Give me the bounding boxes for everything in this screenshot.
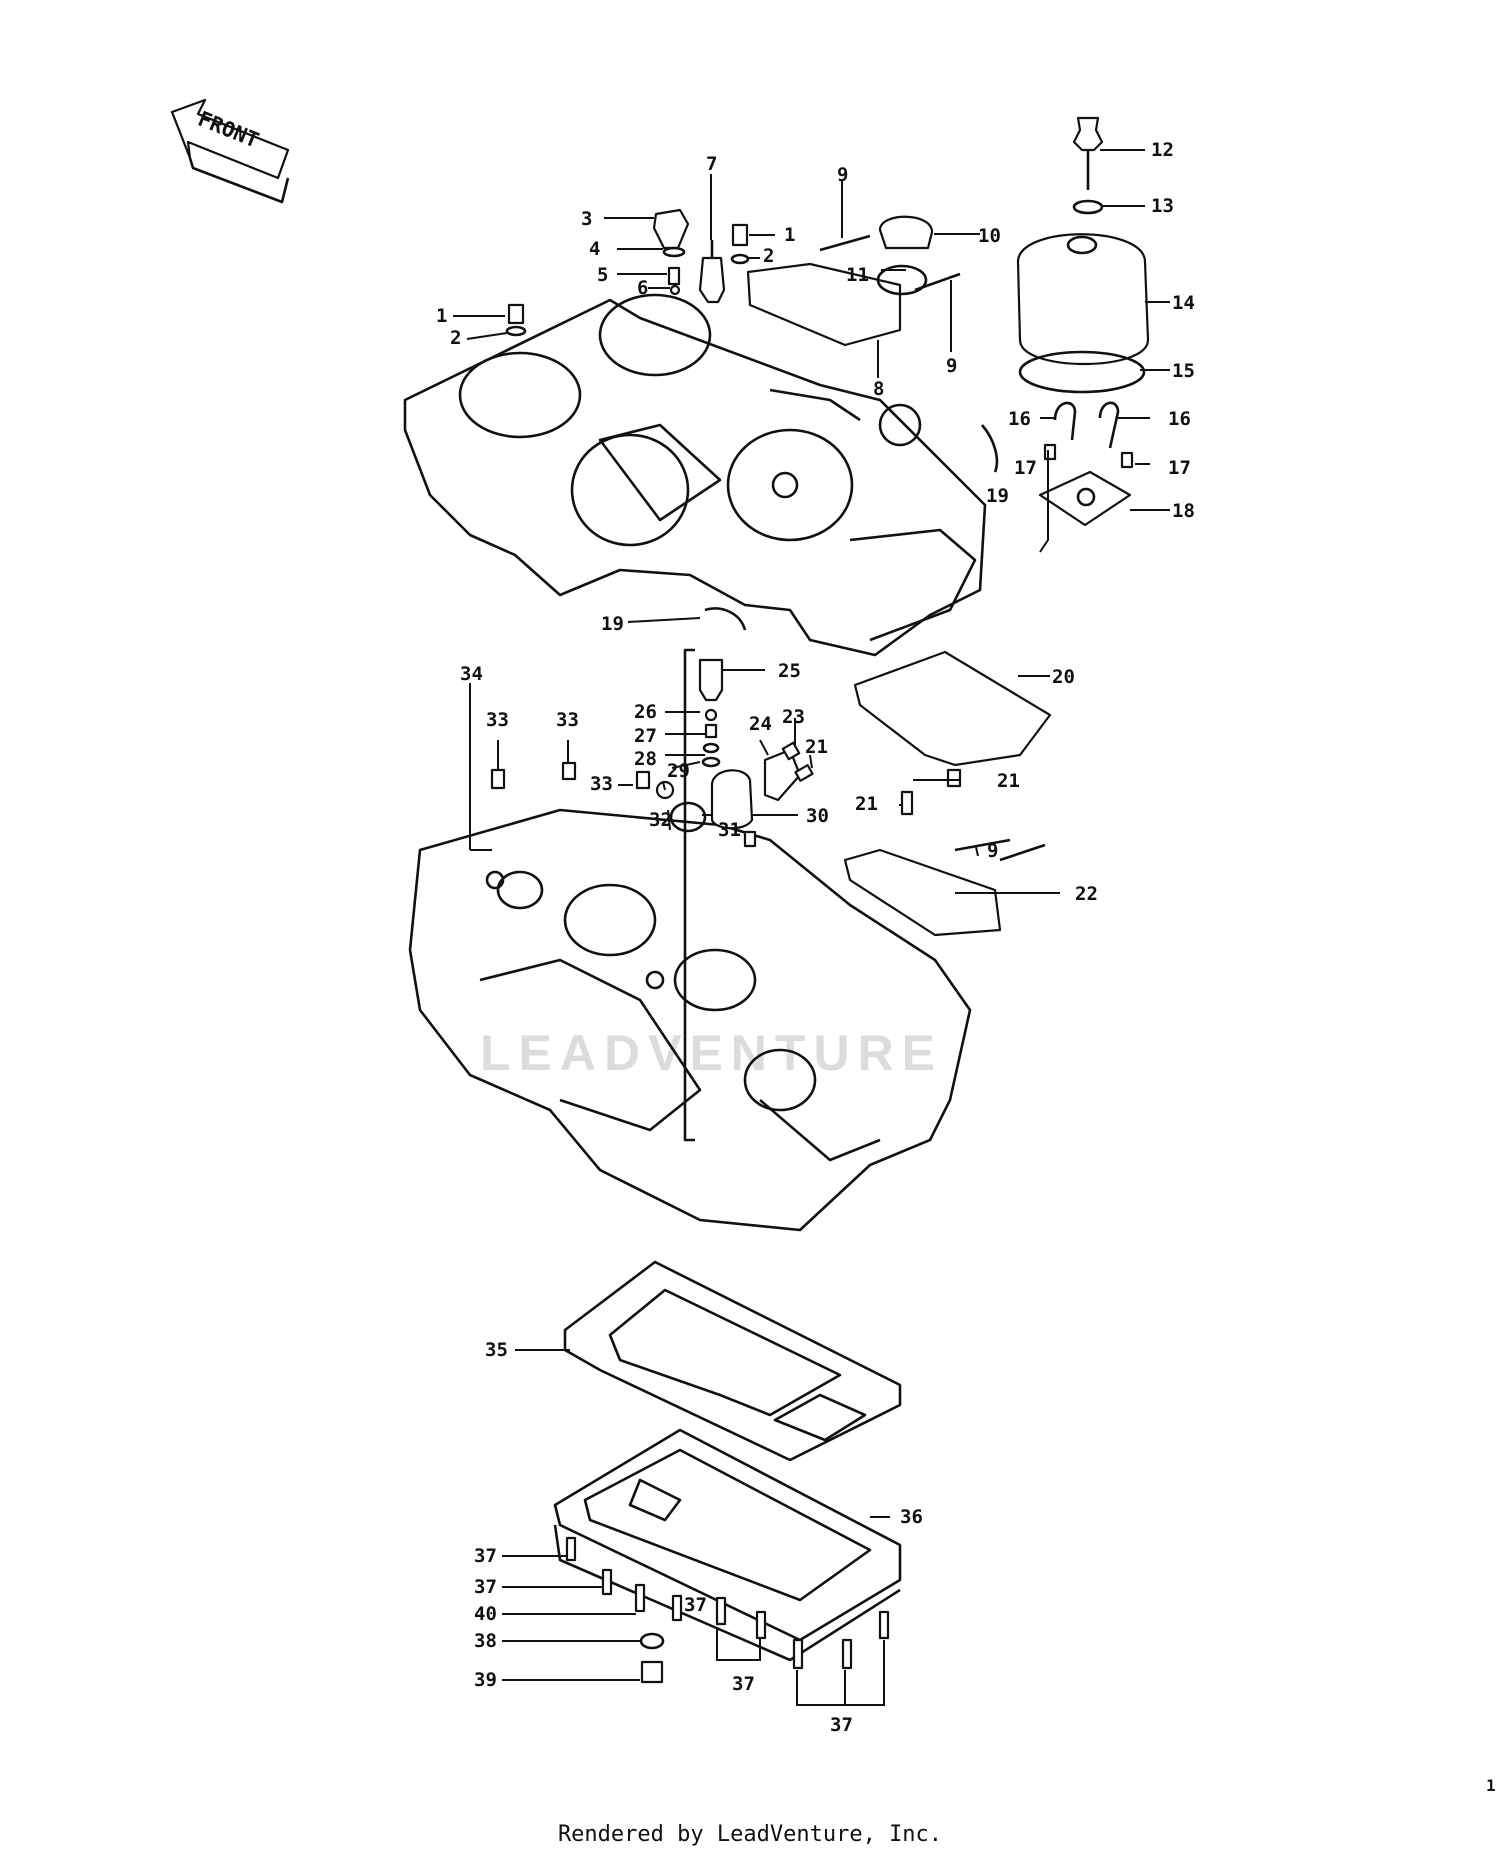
callout-21c: 21 xyxy=(855,793,878,815)
oil-pan-drawing xyxy=(553,1428,902,1662)
callout-20: 20 xyxy=(1052,666,1075,688)
callout-25: 25 xyxy=(778,660,801,682)
callout-17b: 17 xyxy=(1168,457,1191,479)
callout-18: 18 xyxy=(1172,500,1195,522)
bolts-bottom xyxy=(565,1536,890,1684)
page-number: 1 xyxy=(1486,1776,1496,1795)
oil-pan-gasket-drawing xyxy=(563,1260,902,1462)
render-credit-footer: Rendered by LeadVenture, Inc. xyxy=(557,1822,943,1847)
callout-37e: 37 xyxy=(830,1714,853,1736)
callout-23: 23 xyxy=(782,706,805,728)
callout-21a: 21 xyxy=(805,736,828,758)
callout-1b: 1 xyxy=(784,224,795,246)
callout-37d: 37 xyxy=(732,1673,755,1695)
callout-40: 40 xyxy=(474,1603,497,1625)
callout-12: 12 xyxy=(1151,139,1174,161)
callout-34: 34 xyxy=(460,663,483,685)
callout-13: 13 xyxy=(1151,195,1174,217)
callout-19b: 19 xyxy=(601,613,624,635)
callout-19a: 19 xyxy=(986,485,1009,507)
callout-10: 10 xyxy=(978,225,1001,247)
callout-16a: 16 xyxy=(1008,408,1031,430)
callout-33b: 33 xyxy=(556,709,579,731)
callout-5: 5 xyxy=(597,264,608,286)
lower-crankcase-drawing xyxy=(408,808,972,1232)
callout-37a: 37 xyxy=(474,1545,497,1567)
front-arrow-icon: FRONT xyxy=(170,98,290,204)
callout-11: 11 xyxy=(846,264,869,286)
callout-26: 26 xyxy=(634,701,657,723)
callout-6: 6 xyxy=(637,277,648,299)
callout-15: 15 xyxy=(1172,360,1195,382)
callout-27: 27 xyxy=(634,725,657,747)
callout-9a: 9 xyxy=(837,164,848,186)
callout-17a: 17 xyxy=(1014,457,1037,479)
leader-lines xyxy=(453,149,1170,1706)
watermark: LEADVENTURE xyxy=(480,1025,943,1081)
callout-24: 24 xyxy=(749,713,772,735)
callout-32: 32 xyxy=(649,809,672,831)
callout-28: 28 xyxy=(634,748,657,770)
callout-21b: 21 xyxy=(997,770,1020,792)
oil-filter-drawing xyxy=(1016,116,1150,527)
parts-top-left xyxy=(505,208,999,631)
callout-1a: 1 xyxy=(436,305,447,327)
parts-middle xyxy=(490,648,1052,1142)
callout-30: 30 xyxy=(806,805,829,827)
callout-2a: 2 xyxy=(450,327,461,349)
callout-33a: 33 xyxy=(486,709,509,731)
callout-3: 3 xyxy=(581,208,592,230)
callout-4: 4 xyxy=(589,238,600,260)
callout-35: 35 xyxy=(485,1339,508,1361)
callout-29: 29 xyxy=(667,760,690,782)
callout-36: 36 xyxy=(900,1506,923,1528)
callout-labels: 1 2 3 4 5 6 7 1 2 9 10 11 9 8 12 13 14 1… xyxy=(436,139,1195,1736)
callout-2b: 2 xyxy=(763,245,774,267)
callout-38: 38 xyxy=(474,1630,497,1652)
callout-22: 22 xyxy=(1075,883,1098,905)
callout-7: 7 xyxy=(706,153,717,175)
callout-14: 14 xyxy=(1172,292,1195,314)
callout-8: 8 xyxy=(873,378,884,400)
callout-37b: 37 xyxy=(474,1576,497,1598)
callout-9b: 9 xyxy=(946,355,957,377)
callout-16b: 16 xyxy=(1168,408,1191,430)
callout-31: 31 xyxy=(718,819,741,841)
upper-crankcase-drawing xyxy=(403,293,987,657)
callout-39: 39 xyxy=(474,1669,497,1691)
callout-9c: 9 xyxy=(987,840,998,862)
callout-33c: 33 xyxy=(590,773,613,795)
callout-37c: 37 xyxy=(684,1594,707,1616)
